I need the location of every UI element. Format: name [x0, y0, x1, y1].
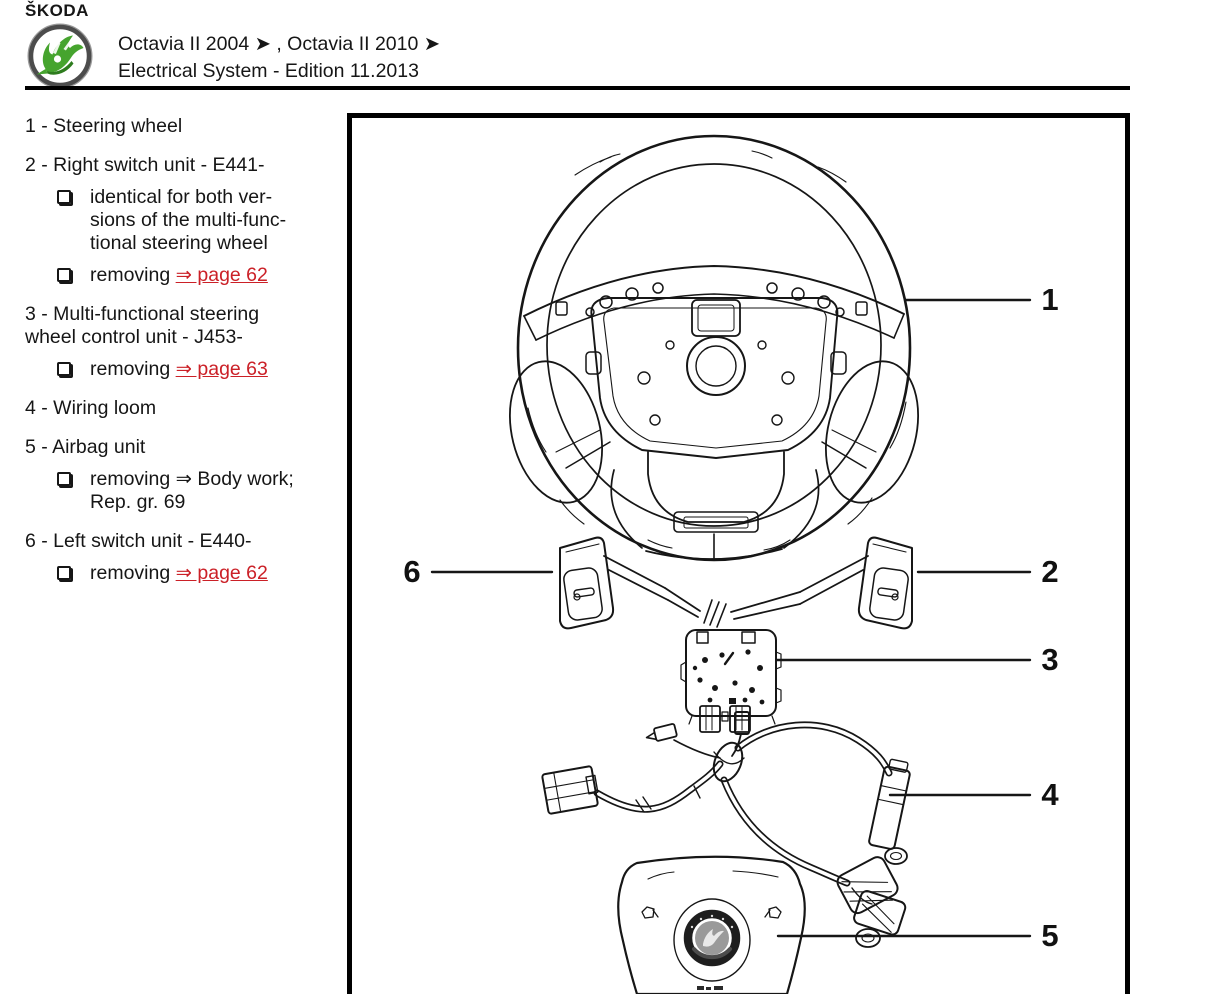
right-switch-unit-drawing — [703, 536, 913, 630]
header-titles: Octavia II 2004 ➤ , Octavia II 2010 ➤ El… — [118, 31, 440, 85]
callout-3: 3 — [1041, 642, 1059, 677]
checkbox-bullet-icon — [57, 468, 90, 514]
wiring-loom-drawing — [541, 711, 911, 948]
skoda-logo-icon — [27, 23, 93, 89]
legend-item-1: 1 - Steering wheel — [25, 115, 183, 137]
checkbox-bullet-icon — [57, 358, 90, 381]
skoda-badge-icon — [683, 909, 741, 967]
callout-2: 2 — [1041, 554, 1059, 589]
header-document-line: Electrical System - Edition 11.2013 — [118, 60, 419, 82]
legend-item-3-removing: removing ⇒ page 63 — [25, 358, 355, 381]
parts-legend: 1 - Steering wheel 2 - Right switch unit… — [25, 112, 355, 585]
note-text: removing ⇒ Body work; Rep. gr. 69 — [90, 468, 294, 513]
note-text: removing ⇒ page 63 — [90, 358, 268, 380]
steering-wheel-drawing — [508, 134, 920, 562]
legend-item-2: 2 - Right switch unit - E441- — [25, 154, 265, 176]
legend-item-6-removing: removing ⇒ page 62 — [25, 562, 355, 585]
page-63-link[interactable]: ⇒ page 63 — [175, 358, 268, 380]
legend-item-3: 3 - Multi-functional steering wheel cont… — [25, 303, 260, 348]
page-62-link[interactable]: ⇒ page 62 — [175, 264, 268, 286]
legend-item-6: 6 - Left switch unit - E440- — [25, 530, 252, 552]
note-text: identical for both ver- sions of the mul… — [90, 186, 287, 254]
skoda-wordmark: ŠKODA — [25, 1, 89, 20]
legend-item-5-removing: removing ⇒ Body work; Rep. gr. 69 — [25, 468, 355, 514]
cut-off-caption-fragment — [697, 986, 723, 990]
callout-5: 5 — [1041, 918, 1059, 953]
callout-6: 6 — [403, 554, 421, 589]
legend-item-5: 5 - Airbag unit — [25, 436, 146, 458]
callout-1: 1 — [1041, 282, 1059, 317]
checkbox-bullet-icon — [57, 186, 90, 255]
control-unit-drawing — [680, 629, 782, 733]
diagram-frame: 1 2 3 4 5 6 — [347, 113, 1130, 994]
legend-item-2-removing: removing ⇒ page 62 — [25, 264, 355, 287]
note-text: removing ⇒ page 62 — [90, 562, 268, 584]
page-62-link[interactable]: ⇒ page 62 — [175, 562, 268, 584]
checkbox-bullet-icon — [57, 264, 90, 287]
note-text: removing ⇒ page 62 — [90, 264, 268, 286]
legend-item-4: 4 - Wiring loom — [25, 397, 157, 419]
exploded-view-drawing — [430, 134, 1032, 994]
callout-4: 4 — [1041, 777, 1059, 812]
header-model-line: Octavia II 2004 ➤ , Octavia II 2010 ➤ — [118, 33, 441, 55]
checkbox-bullet-icon — [57, 562, 90, 585]
header-divider — [25, 86, 1130, 90]
legend-item-2-note: identical for both ver- sions of the mul… — [25, 186, 355, 255]
callout-leader-lines — [430, 298, 1032, 938]
left-switch-unit-drawing — [559, 536, 701, 630]
airbag-unit-drawing — [617, 855, 806, 994]
